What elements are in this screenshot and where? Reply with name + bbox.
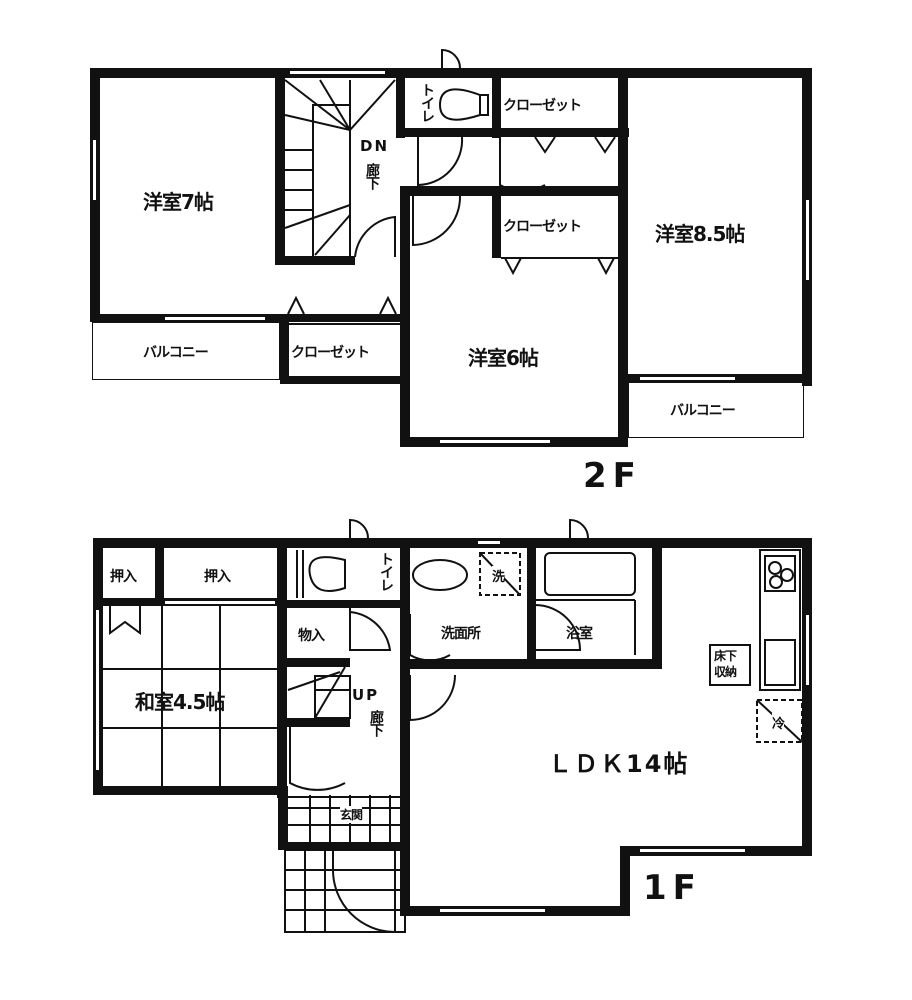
wash-basin-icon — [412, 559, 468, 591]
tatami-grid — [103, 606, 277, 786]
oshiire-label: 押入 — [204, 569, 231, 585]
floor-label-1f: 1F — [643, 868, 702, 908]
window — [290, 70, 385, 75]
fridge-icon — [756, 699, 803, 743]
window — [165, 600, 275, 605]
room-label-western-7: 洋室7帖 — [143, 190, 214, 214]
door-arc — [409, 614, 451, 662]
window — [95, 610, 100, 770]
washer-icon — [479, 552, 521, 596]
wall — [652, 538, 662, 668]
door-arc — [289, 727, 346, 791]
wall — [278, 842, 402, 850]
wall — [277, 538, 287, 798]
floor-label-2f: 2F — [583, 456, 642, 496]
wall — [802, 538, 812, 856]
window — [478, 540, 500, 545]
wall — [280, 376, 408, 384]
washer-label: 洗 — [492, 566, 505, 585]
fridge-label: 冷 — [772, 713, 785, 732]
room-label-japanese-4-5: 和室4.5帖 — [135, 690, 225, 714]
door-arc — [409, 674, 456, 722]
wall — [285, 718, 350, 727]
door-arc — [534, 604, 582, 651]
underfloor-storage-label: 床下 収納 — [714, 649, 737, 679]
wall — [396, 128, 629, 137]
wall — [280, 314, 289, 384]
oshiire-label: 押入 — [110, 569, 137, 585]
room-label-ldk-14: ＬＤＫ14帖 — [548, 750, 690, 778]
kitchen-counter — [759, 549, 801, 691]
window — [805, 615, 810, 685]
room-label-western-8-5: 洋室8.5帖 — [655, 222, 745, 246]
bathtub-icon — [544, 552, 636, 596]
window — [805, 200, 810, 280]
wall — [400, 186, 410, 446]
wall — [618, 68, 628, 446]
storage-label: 物入 — [298, 628, 325, 644]
stove-icon — [764, 555, 796, 592]
entrance-label: 玄関 — [340, 806, 363, 823]
hallway-label: 廊下 — [364, 163, 380, 189]
wall — [275, 256, 355, 265]
wall — [278, 786, 288, 846]
bathroom-label: 浴室 — [566, 626, 593, 642]
window — [440, 908, 545, 913]
wall — [90, 68, 812, 78]
hallway-label: 廊下 — [368, 710, 384, 736]
closet-label: クローゼット — [291, 345, 370, 361]
toilet-label: トイレ — [378, 552, 394, 591]
wall — [527, 538, 536, 668]
window — [165, 316, 265, 321]
door-arc — [569, 518, 589, 539]
staircase-icon — [287, 666, 351, 719]
door-arc — [349, 518, 369, 539]
door-arc — [441, 48, 461, 69]
closet-door-icon — [109, 606, 141, 635]
door-arc — [349, 608, 392, 651]
door-arc — [354, 215, 396, 258]
room-label-western-6: 洋室6帖 — [468, 346, 539, 370]
wall — [285, 600, 405, 608]
wall — [155, 538, 164, 603]
window — [440, 439, 550, 444]
stairs-up-label: UP — [352, 686, 380, 704]
wall — [396, 68, 405, 138]
toilet-icon — [308, 556, 346, 592]
balcony-left — [92, 322, 280, 380]
door-arc — [499, 137, 546, 192]
wall — [93, 538, 811, 548]
toilet-icon — [438, 88, 481, 121]
window — [640, 848, 745, 853]
wall — [620, 846, 630, 916]
balcony-label: バルコニー — [670, 403, 736, 419]
wall — [492, 186, 501, 258]
door-arc — [412, 195, 462, 247]
window — [640, 376, 735, 381]
wall — [400, 538, 410, 916]
staircase-icon — [284, 79, 396, 258]
stairs-down-label: DN — [360, 137, 390, 155]
closet-label: クローゼット — [503, 98, 582, 114]
sink-icon — [764, 639, 796, 686]
wall — [93, 786, 285, 795]
balcony-label: バルコニー — [143, 345, 209, 361]
wall — [492, 68, 501, 138]
underfloor-storage-icon — [709, 644, 751, 686]
closet-label: クローゼット — [503, 219, 582, 235]
wall — [275, 68, 285, 264]
washroom-label: 洗面所 — [441, 626, 481, 642]
balcony-right — [628, 382, 804, 438]
toilet-label: トイレ — [419, 83, 435, 122]
wall — [285, 658, 350, 667]
window — [92, 140, 97, 200]
door-arc — [417, 136, 464, 187]
